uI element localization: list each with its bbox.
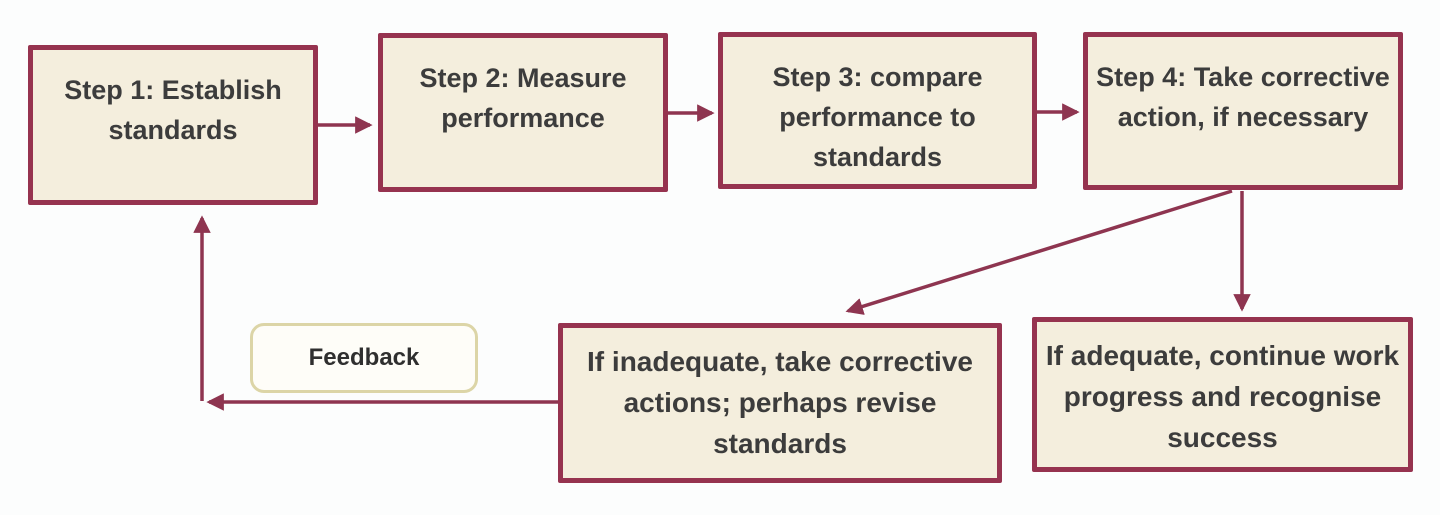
feedback-label: Feedback [308, 344, 420, 371]
step-3-label: Step 3: compare performance to standards [772, 62, 983, 172]
arrow-step4-to-inadequate [845, 189, 1233, 315]
step-1-box: Step 1: Establish standards [28, 45, 318, 205]
step-2-label: Step 2: Measure performance [419, 63, 627, 133]
outcome-inadequate-label: If inadequate, take corrective actions; … [587, 346, 973, 459]
outcome-inadequate-box: If inadequate, take corrective actions; … [558, 323, 1002, 483]
outcome-adequate-label: If adequate, continue work progress and … [1045, 340, 1400, 453]
outcome-adequate-box: If adequate, continue work progress and … [1032, 317, 1413, 472]
feedback-label-box: Feedback [250, 323, 478, 393]
step-2-box: Step 2: Measure performance [378, 33, 668, 192]
step-4-label: Step 4: Take corrective action, if neces… [1096, 62, 1390, 132]
step-1-label: Step 1: Establish standards [64, 75, 282, 145]
step-4-box: Step 4: Take corrective action, if neces… [1083, 32, 1403, 190]
step-3-box: Step 3: compare performance to standards [718, 32, 1037, 189]
